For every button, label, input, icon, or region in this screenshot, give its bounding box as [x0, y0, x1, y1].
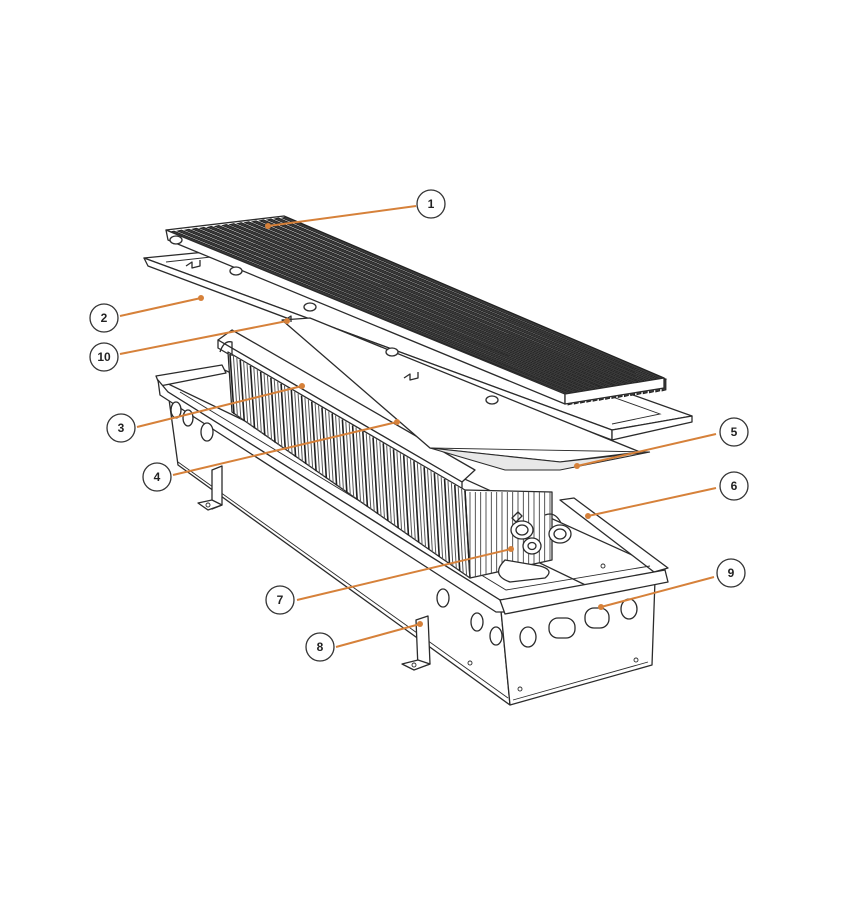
- callout-label-4: 4: [154, 470, 161, 484]
- exchanger-fin: [450, 483, 457, 569]
- exchanger-fin: [259, 371, 266, 436]
- exchanger-fin: [443, 479, 451, 564]
- exchanger-fin: [314, 403, 321, 474]
- exchanger-fin: [253, 367, 259, 431]
- exchanger-fin: [413, 461, 420, 543]
- exchanger-fin: [321, 407, 328, 479]
- callout-label-9: 9: [728, 566, 735, 580]
- exchanger-fin: [453, 484, 461, 571]
- exchanger-fin: [389, 447, 396, 526]
- exchanger-fin: [416, 463, 423, 545]
- exchanger-fin: [266, 375, 273, 441]
- exchanger-fin: [420, 465, 427, 548]
- callout-8: 8: [305, 632, 335, 662]
- exchanger-fin: [437, 475, 444, 560]
- exchanger-fin: [433, 473, 441, 557]
- callout-3: 3: [106, 413, 136, 443]
- callout-label-6: 6: [731, 479, 738, 493]
- exchanger-fin: [375, 439, 382, 517]
- exchanger-fin: [236, 357, 242, 419]
- leader-lines: [119, 205, 717, 648]
- exchanger-fin: [263, 373, 269, 438]
- exchanger-fin: [382, 443, 389, 522]
- exchanger-fin: [358, 429, 365, 505]
- exchanger-fin: [304, 397, 310, 467]
- callout-6: 6: [719, 471, 749, 501]
- exchanger-fin: [386, 445, 392, 524]
- exchanger-fin: [351, 425, 358, 500]
- exchanger-fin: [310, 401, 317, 472]
- exchanger-fin: [457, 487, 464, 574]
- exchanger-fin: [362, 431, 369, 507]
- exchanger-fin: [328, 411, 334, 483]
- callout-label-1: 1: [428, 197, 435, 211]
- exchanger-fin: [406, 457, 413, 538]
- callout-10: 10: [89, 342, 119, 372]
- exchanger-fin: [297, 393, 303, 462]
- exchanger-fin: [249, 365, 256, 429]
- exchanger-fin: [392, 449, 399, 529]
- callout-label-3: 3: [118, 421, 125, 435]
- exchanger-fin: [447, 481, 454, 567]
- exchanger-fin: [423, 467, 430, 550]
- exchanger-fin: [440, 477, 447, 562]
- exchanger-fin: [461, 488, 468, 576]
- callout-label-7: 7: [277, 593, 284, 607]
- exchanger-fin: [246, 363, 252, 426]
- exchanger-fin: [273, 379, 279, 445]
- callout-9: 9: [716, 558, 746, 588]
- exchanger-fin: [341, 419, 348, 493]
- exchanger-fin: [399, 453, 406, 533]
- exchanger-fin: [331, 413, 338, 486]
- callout-4: 4: [142, 462, 172, 492]
- exchanger-fin: [300, 395, 307, 464]
- exchanger-fin: [232, 355, 238, 417]
- callout-2: 2: [89, 303, 119, 333]
- grille: [165, 215, 668, 406]
- exchanger-fin: [427, 469, 433, 552]
- exchanger-fin: [379, 441, 385, 519]
- heat-exchanger: [217, 329, 572, 583]
- exchanger-fin: [239, 359, 246, 422]
- exchanger-fin: [402, 455, 410, 536]
- exchanger-fin: [294, 391, 300, 460]
- exchanger-fin: [335, 415, 341, 488]
- callout-label-8: 8: [317, 640, 324, 654]
- exchanger-fin: [307, 399, 314, 469]
- exchanger-fin: [365, 433, 372, 510]
- exchanger-fin: [369, 435, 375, 512]
- exchanger-fin: [355, 427, 362, 502]
- exchanger-fin: [243, 361, 249, 424]
- exchanger-fin: [256, 369, 262, 434]
- mounting-feet: [197, 465, 431, 671]
- exchanger-fin: [348, 423, 355, 498]
- exchanger-fin: [338, 417, 344, 491]
- exchanger-fin: [372, 437, 379, 514]
- exchanger-fin: [287, 387, 293, 455]
- exchanger-fin: [324, 409, 331, 481]
- callout-5: 5: [719, 417, 749, 447]
- exchanger-fin: [280, 383, 287, 450]
- callout-1: 1: [416, 189, 446, 219]
- callout-7: 7: [265, 585, 295, 615]
- exchanger-fin: [270, 377, 276, 443]
- exchanger-fin: [396, 451, 403, 531]
- callout-label-2: 2: [101, 311, 108, 325]
- exchanger-fin: [283, 385, 290, 453]
- callout-label-10: 10: [97, 350, 111, 364]
- exchanger-fin: [430, 471, 437, 555]
- exchanger-fin: [464, 490, 471, 579]
- callout-label-5: 5: [731, 425, 738, 439]
- exchanger-fin: [410, 459, 416, 541]
